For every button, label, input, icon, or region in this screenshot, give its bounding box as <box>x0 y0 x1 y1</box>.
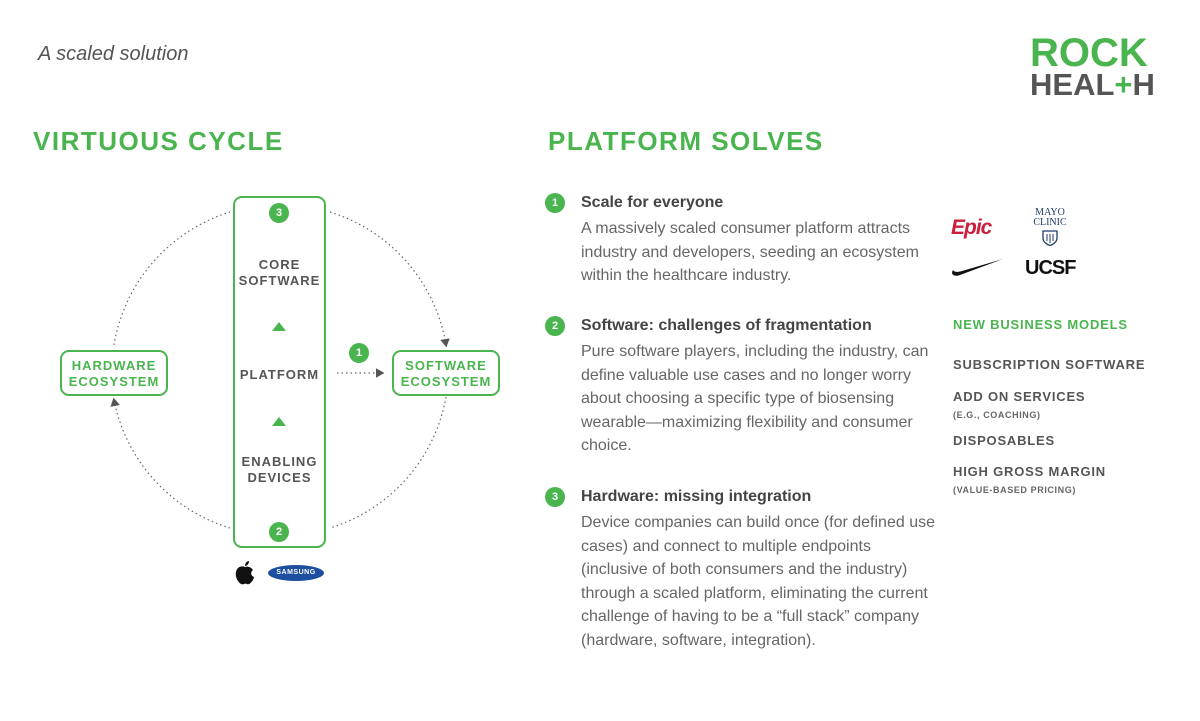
cycle-arc-top-right <box>329 211 450 348</box>
virtuous-cycle-title: VIRTUOUS CYCLE <box>33 126 284 156</box>
business-model-item: SUBSCRIPTION SOFTWARE <box>953 357 1146 372</box>
business-model-item: DISPOSABLES <box>953 433 1055 448</box>
rock-health-logo: ROCK HEAL+H <box>1030 31 1155 102</box>
item-title: Hardware: missing integration <box>581 488 812 505</box>
business-models-title: NEW BUSINESS MODELS <box>953 317 1128 332</box>
core-software-label: CORE SOFTWARE <box>238 257 321 288</box>
business-model-item: HIGH GROSS MARGIN <box>953 464 1106 479</box>
nike-swoosh-icon <box>952 259 1003 276</box>
item-title: Scale for everyone <box>581 194 724 211</box>
logo-word-health: HEAL+H <box>1030 67 1155 102</box>
partner-logos: Epic MAYO CLINIC UCSF <box>950 206 1080 286</box>
cycle-arc-bottom-right <box>329 396 447 529</box>
apple-logo-icon <box>235 561 254 585</box>
item-body: Device companies can build once (for def… <box>581 514 935 649</box>
item-number-badge: 1 <box>545 193 565 213</box>
up-triangle-icon <box>272 417 286 426</box>
samsung-logo: SAMSUNG <box>268 565 324 581</box>
item-title: Software: challenges of fragmentation <box>581 317 872 334</box>
platform-pillar: 3 CORE SOFTWARE PLATFORM ENABLING DEVICE… <box>233 196 326 548</box>
platform-solves-title: PLATFORM SOLVES <box>548 126 824 156</box>
software-ecosystem-box: SOFTWARE ECOSYSTEM <box>392 350 500 396</box>
item-body: Pure software players, including the ind… <box>581 343 929 454</box>
item-number-badge: 3 <box>545 487 565 507</box>
pillar-badge-top: 3 <box>269 203 289 223</box>
epic-logo: Epic <box>951 216 992 239</box>
pillar-badge-bottom: 2 <box>269 522 289 542</box>
arrow-badge: 1 <box>349 343 369 363</box>
cycle-connectors <box>110 211 450 529</box>
business-model-note: (VALUE-BASED PRICING) <box>953 485 1076 495</box>
platform-label: PLATFORM <box>239 367 320 382</box>
item-body: A massively scaled consumer platform att… <box>581 220 919 284</box>
logo-plus-icon: + <box>1114 67 1133 102</box>
cycle-arc-top-left <box>113 211 231 346</box>
up-triangle-icon <box>272 322 286 331</box>
hardware-ecosystem-box: HARDWARE ECOSYSTEM <box>60 350 168 396</box>
business-model-note: (E.G., COACHING) <box>953 410 1041 420</box>
business-model-item: ADD ON SERVICES <box>953 389 1086 404</box>
ucsf-logo: UCSF <box>1025 257 1076 279</box>
item-number-badge: 2 <box>545 316 565 336</box>
mayo-clinic-logo: MAYO CLINIC <box>1026 208 1074 249</box>
enabling-devices-label: ENABLING DEVICES <box>241 454 318 485</box>
logo-word-rock: ROCK <box>1030 31 1148 75</box>
cycle-arc-bottom-left <box>110 397 231 529</box>
shield-icon <box>1042 230 1058 247</box>
slide-subtitle: A scaled solution <box>38 43 189 65</box>
